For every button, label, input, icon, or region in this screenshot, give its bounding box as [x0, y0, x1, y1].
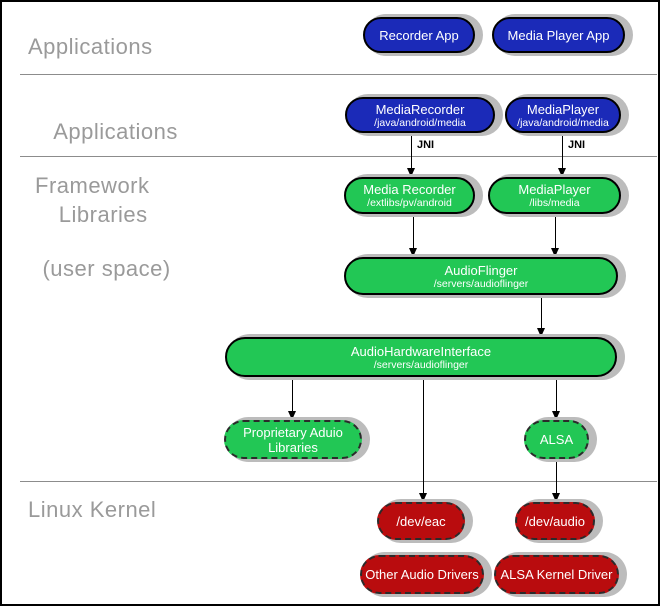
libraries-label-line1: Libraries	[58, 202, 148, 227]
node-other-audio-drivers: Other Audio Drivers	[360, 555, 484, 594]
arrow-down-icon	[419, 493, 427, 502]
node-subtitle: /servers/audioflinger	[433, 277, 529, 290]
node-dev-eac: /dev/eac	[377, 502, 465, 540]
arrow-down-icon	[288, 411, 296, 420]
node-title: AudioFlinger	[444, 262, 518, 278]
node-title: MediaRecorder	[375, 101, 465, 117]
node-audiohardwareinterface: AudioHardwareInterface /servers/audiofli…	[225, 337, 617, 377]
libraries-label-line2: (user space)	[42, 256, 171, 281]
node-alsa: ALSA	[524, 420, 589, 459]
arrow-down-icon	[537, 328, 545, 337]
edge-ahi-alsa	[556, 377, 557, 411]
node-mediaplayer-framework: MediaPlayer /java/android/media	[505, 97, 621, 133]
edge-mediaplayer-jni-line	[562, 133, 563, 169]
node-title-line2: Libraries	[268, 439, 318, 455]
framework-label-line1: Applications	[53, 119, 178, 144]
jni-label-left: JNI	[417, 139, 435, 151]
arrow-down-icon	[551, 248, 559, 257]
node-subtitle: /java/android/media	[517, 116, 609, 129]
edge-mediaplayer-audioflinger	[555, 214, 556, 248]
edge-audioflinger-ahi	[541, 295, 542, 328]
node-title: MediaPlayer	[526, 101, 600, 117]
edge-ahi-proprietary	[292, 377, 293, 411]
node-title: ALSA Kernel Driver	[500, 567, 613, 582]
node-dev-audio: /dev/audio	[515, 502, 595, 540]
arrow-down-icon	[407, 168, 415, 177]
node-media-player-app: Media Player App	[492, 17, 625, 53]
node-proprietary-audio-libraries: Proprietary Aduio Libraries	[224, 420, 362, 459]
edge-alsa-dev-audio	[556, 459, 557, 493]
section-label-libraries: Libraries (user space)	[16, 174, 170, 309]
node-mediaplayer-lib: MediaPlayer /libs/media	[488, 177, 621, 214]
node-media-recorder-lib: Media Recorder /extlibs/pv/android	[344, 177, 475, 214]
jni-label-right: JNI	[568, 139, 586, 151]
divider-applications-framework	[20, 74, 657, 75]
node-alsa-kernel-driver: ALSA Kernel Driver	[494, 555, 619, 594]
arrow-down-icon	[552, 411, 560, 420]
node-subtitle: /extlibs/pv/android	[367, 197, 452, 209]
node-mediarecorder-framework: MediaRecorder /java/android/media	[345, 97, 495, 133]
arrow-down-icon	[558, 168, 566, 177]
node-title: /dev/eac	[396, 513, 446, 529]
node-title: /dev/audio	[525, 513, 585, 529]
node-title: MediaPlayer	[518, 182, 591, 197]
edge-mediarecorder-audioflinger	[413, 214, 414, 248]
divider-libraries-kernel	[20, 481, 657, 482]
section-label-applications-framework: Applications Framework	[28, 91, 178, 253]
node-title: Other Audio Drivers	[365, 567, 479, 582]
node-audioflinger: AudioFlinger /servers/audioflinger	[344, 257, 618, 295]
node-title: Media Recorder	[363, 182, 456, 197]
edge-ahi-dev-eac	[423, 377, 424, 493]
section-label-linux-kernel: Linux Kernel	[28, 497, 157, 522]
edge-mediarecorder-jni-line	[411, 133, 412, 169]
node-subtitle: /libs/media	[529, 197, 580, 209]
node-title: AudioHardwareInterface	[350, 343, 492, 359]
node-subtitle: /servers/audioflinger	[373, 358, 469, 371]
node-title: ALSA	[539, 432, 574, 447]
node-title: Recorder App	[379, 27, 459, 43]
node-subtitle: /java/android/media	[374, 116, 466, 129]
arrow-down-icon	[552, 493, 560, 502]
section-label-applications: Applications	[28, 34, 153, 59]
arrow-down-icon	[409, 248, 417, 257]
node-recorder-app: Recorder App	[363, 17, 475, 53]
node-title: Proprietary Aduio	[243, 424, 343, 440]
divider-framework-libraries	[20, 156, 657, 157]
framework-label-line2: Framework	[35, 173, 150, 198]
node-title: Media Player App	[507, 27, 610, 43]
